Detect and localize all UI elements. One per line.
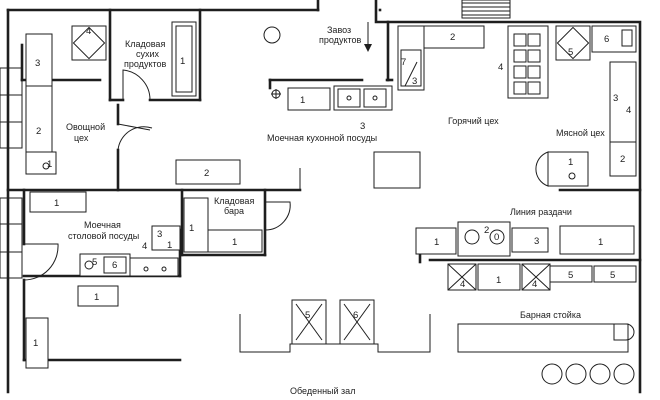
- svg-text:3: 3: [534, 236, 539, 247]
- svg-text:1: 1: [47, 159, 52, 170]
- svg-text:5: 5: [568, 270, 573, 281]
- room-label-table-washing: Моечная: [84, 220, 121, 230]
- svg-text:3: 3: [360, 121, 365, 132]
- room-label-delivery-2: продуктов: [319, 35, 362, 45]
- room-label-vegetable-shop: Овощной: [66, 122, 105, 132]
- svg-text:1: 1: [33, 338, 38, 349]
- svg-text:4: 4: [626, 105, 631, 116]
- svg-text:2: 2: [204, 168, 209, 179]
- room-label-vegetable-shop-2: цех: [74, 133, 89, 143]
- room-label-bar-counter: Барная стойка: [520, 310, 581, 320]
- svg-text:2: 2: [484, 225, 489, 236]
- central-island: [373, 151, 421, 189]
- svg-text:1: 1: [598, 237, 603, 248]
- svg-text:5: 5: [92, 257, 97, 268]
- svg-text:4: 4: [460, 279, 465, 290]
- room-label-meat-shop: Мясной цех: [556, 128, 605, 138]
- meat-shop-equipment: 3 4 2 1: [535, 61, 637, 187]
- serving-line-equipment: 1 2 0 3 1 4 1 4 5 5: [415, 221, 637, 291]
- svg-text:1: 1: [434, 237, 439, 248]
- windows: [0, 67, 23, 279]
- svg-text:1: 1: [189, 223, 194, 234]
- vegetable-shop-equipment: 3 2 1: [25, 33, 57, 175]
- svg-text:4: 4: [498, 62, 503, 73]
- svg-text:1: 1: [568, 157, 573, 168]
- room-label-table-washing-2: столовой посуды: [68, 231, 139, 241]
- svg-text:3: 3: [157, 229, 162, 240]
- dining-side-equipment: 1: [25, 317, 49, 369]
- svg-text:1: 1: [232, 237, 237, 248]
- svg-text:3: 3: [412, 76, 417, 87]
- svg-text:4: 4: [532, 279, 537, 290]
- room-label-dining-hall: Обеденный зал: [290, 386, 355, 396]
- room-label-serving-line: Линия раздачи: [510, 207, 572, 217]
- svg-text:5: 5: [568, 47, 573, 58]
- svg-text:3: 3: [613, 93, 618, 104]
- room-label-bar-storage-2: бара: [224, 206, 244, 216]
- svg-text:2: 2: [36, 126, 41, 137]
- corridor-equipment: 2: [175, 159, 241, 185]
- svg-text:1: 1: [54, 198, 59, 209]
- room-label-delivery: Завоз: [327, 25, 351, 35]
- svg-text:6: 6: [604, 34, 609, 45]
- svg-text:6: 6: [112, 260, 117, 271]
- svg-text:1: 1: [180, 56, 185, 67]
- svg-text:1: 1: [300, 95, 305, 106]
- svg-text:2: 2: [620, 154, 625, 165]
- stairs: [461, 0, 511, 19]
- table-washing-equipment: 3 1 5 6 4 1: [77, 225, 181, 307]
- hot-shop-equipment: 2 7 3 4 5 6: [397, 25, 637, 99]
- room-label-dry-storage: Кладовая: [125, 39, 165, 49]
- room-label-dry-storage-2: сухих: [136, 49, 160, 59]
- delivery-arrow: [364, 22, 372, 52]
- svg-text:7: 7: [401, 57, 406, 68]
- column: [263, 26, 281, 44]
- room-label-dry-storage-3: продуктов: [124, 59, 167, 69]
- svg-text:5: 5: [610, 270, 615, 281]
- bar-counter: [457, 323, 635, 385]
- room-label-hot-shop: Горячий цех: [448, 116, 499, 126]
- svg-text:5: 5: [305, 310, 310, 321]
- svg-text:6: 6: [353, 310, 358, 321]
- bar-storage-equipment: 1 1: [183, 197, 263, 253]
- svg-text:4: 4: [86, 26, 91, 37]
- room-label-bar-storage: Кладовая: [214, 196, 254, 206]
- svg-text:2: 2: [450, 32, 455, 43]
- svg-text:0: 0: [494, 232, 499, 243]
- room-label-kitchen-washing: Моечная кухонной посуды: [267, 133, 377, 143]
- dining-left-equipment: 1: [29, 191, 87, 213]
- svg-text:4: 4: [142, 241, 147, 252]
- svg-text:1: 1: [496, 275, 501, 286]
- svg-text:1: 1: [167, 240, 172, 251]
- svg-text:1: 1: [94, 292, 99, 303]
- svg-text:3: 3: [35, 58, 40, 69]
- dry-storage-equipment: 4 1: [71, 21, 197, 97]
- kitchen-washing-equipment: 1 3: [271, 85, 393, 132]
- doors: [23, 69, 301, 281]
- dining-center-equipment: 5 6: [239, 299, 431, 353]
